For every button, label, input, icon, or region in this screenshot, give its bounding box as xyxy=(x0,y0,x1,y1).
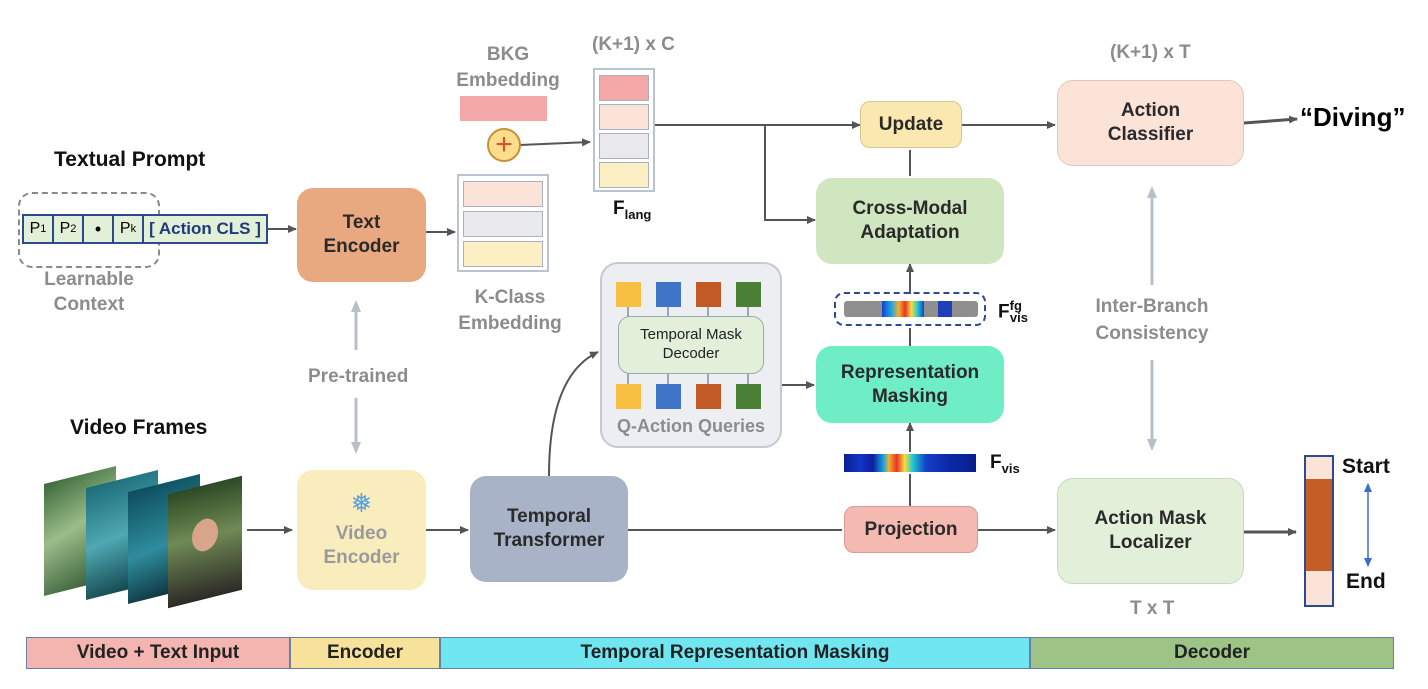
learnable-context-label: Learnable Context xyxy=(44,269,134,315)
frozen-snowflake-icon: ❅ xyxy=(350,488,373,519)
query-token-bottom-1 xyxy=(616,384,641,409)
f-vis-label: Fvis xyxy=(990,452,1020,476)
add-operator-icon: + xyxy=(487,128,521,162)
f-lang-subscript: lang xyxy=(624,206,652,222)
video-frames-title: Video Frames xyxy=(70,416,208,439)
action-mask-localizer-box: Action Mask Localizer xyxy=(1057,478,1244,584)
projection-box: Projection xyxy=(844,506,978,553)
query-token-top-2 xyxy=(656,282,681,307)
action-classifier-box: Action Classifier xyxy=(1057,80,1244,166)
f-lang-slot-bkg xyxy=(599,75,649,101)
f-lang-symbol: F xyxy=(613,198,625,219)
temporal-mask-bar xyxy=(1304,455,1334,607)
k1-x-c-label: (K+1) x C xyxy=(592,34,675,55)
textual-prompt-title: Textual Prompt xyxy=(54,148,206,171)
video-frames-thumbnails xyxy=(44,465,244,610)
bkg-embedding-label: BKG Embedding xyxy=(456,44,560,91)
prompt-token-dots: • xyxy=(84,216,114,242)
q-action-queries-panel: Temporal Mask Decoder Q-Action Queries xyxy=(600,262,782,448)
f-lang-stack xyxy=(593,68,655,192)
end-label: End xyxy=(1346,570,1386,593)
query-token-bottom-3 xyxy=(696,384,721,409)
legend-decoder: Decoder xyxy=(1030,637,1394,669)
f-fg-vis-label: Ffgvis xyxy=(998,298,1028,325)
k-class-slot-1 xyxy=(463,181,543,207)
k-class-embedding-stack xyxy=(457,174,549,272)
bkg-embedding-bar xyxy=(460,96,547,121)
f-fg-vis-superscript: fg xyxy=(1009,298,1022,313)
f-fg-vis-bracket xyxy=(834,292,986,326)
k-class-slot-3 xyxy=(463,241,543,267)
f-lang-slot-2 xyxy=(599,133,649,159)
f-vis-subscript: vis xyxy=(1001,460,1020,476)
k1-x-t-label: (K+1) x T xyxy=(1110,42,1191,63)
cross-modal-adaptation-box: Cross-Modal Adaptation xyxy=(816,178,1004,264)
k-class-embedding-label: K-Class Embedding xyxy=(458,287,562,334)
t-x-t-label: T x T xyxy=(1130,598,1175,619)
legend-video-text-input: Video + Text Input xyxy=(26,637,290,669)
video-encoder-label: Video Encoder xyxy=(323,523,400,568)
f-fg-vis-symbol: F xyxy=(998,301,1010,323)
query-token-bottom-4 xyxy=(736,384,761,409)
k-class-slot-2 xyxy=(463,211,543,237)
query-token-top-1 xyxy=(616,282,641,307)
f-lang-slot-1 xyxy=(599,104,649,130)
legend-temporal-representation-masking: Temporal Representation Masking xyxy=(440,637,1030,669)
pre-trained-label: Pre-trained xyxy=(308,366,409,387)
inter-branch-consistency-label: Inter-Branch Consistency xyxy=(1095,296,1209,344)
q-action-queries-label: Q-Action Queries xyxy=(616,416,766,436)
query-token-bottom-2 xyxy=(656,384,681,409)
update-box: Update xyxy=(860,101,962,148)
f-fg-vis-foreground xyxy=(882,301,924,317)
temporal-transformer-box: Temporal Transformer xyxy=(470,476,628,582)
f-fg-vis-subscript: vis xyxy=(1009,310,1028,326)
representation-masking-box: Representation Masking xyxy=(816,346,1004,423)
query-token-top-4 xyxy=(736,282,761,307)
video-frame-4 xyxy=(168,475,242,609)
start-label: Start xyxy=(1342,455,1390,478)
temporal-mask-decoder-box: Temporal Mask Decoder xyxy=(618,316,764,374)
legend-encoder: Encoder xyxy=(290,637,440,669)
temporal-mask-active-segment xyxy=(1306,479,1332,571)
f-vis-symbol: F xyxy=(990,452,1002,473)
f-lang-slot-3 xyxy=(599,162,649,188)
f-fg-vis-masked-strip xyxy=(844,301,978,317)
f-vis-heatmap xyxy=(844,454,976,472)
query-token-top-3 xyxy=(696,282,721,307)
text-encoder-box: Text Encoder xyxy=(297,188,426,282)
f-lang-label: Flang xyxy=(613,198,651,222)
diving-prediction: “Diving” xyxy=(1300,102,1406,132)
video-encoder-box: ❅ Video Encoder xyxy=(297,470,426,590)
action-cls-token: [ Action CLS ] xyxy=(149,219,261,238)
video-frame-face xyxy=(192,515,218,555)
f-fg-vis-foreground-2 xyxy=(938,301,952,317)
